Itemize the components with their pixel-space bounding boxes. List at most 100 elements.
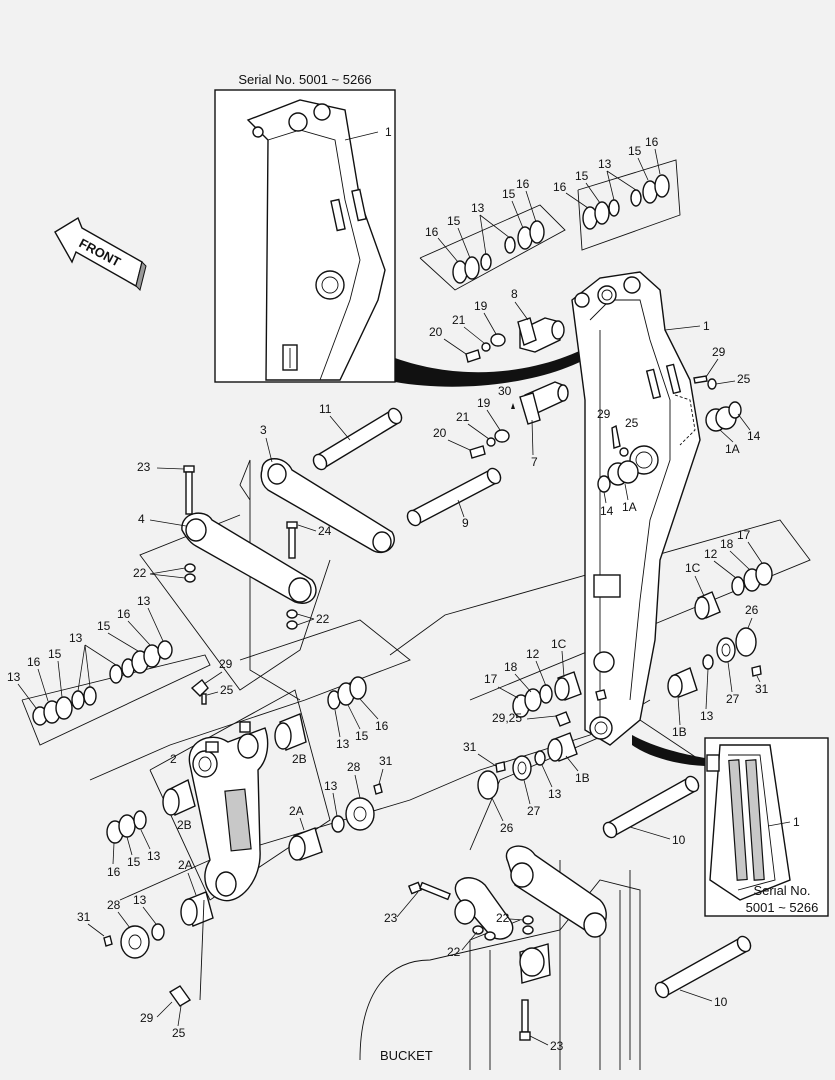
callout-29: 29 — [712, 345, 726, 359]
bolt-23-bucket-bottom — [519, 999, 531, 1041]
callout-13: 13 — [137, 594, 151, 608]
bushing-2a-left — [180, 891, 214, 927]
bolt-24 — [286, 521, 298, 559]
callout-16: 16 — [117, 607, 131, 621]
callout-12: 12 — [526, 647, 540, 661]
callout-13: 13 — [133, 893, 147, 907]
callout-26: 26 — [500, 821, 514, 835]
bolt-23-upper — [183, 465, 195, 515]
callout-13: 13 — [700, 709, 714, 723]
callout-13: 13 — [324, 779, 338, 793]
shim-cluster-far-left — [32, 640, 173, 726]
callout-21: 21 — [452, 313, 466, 327]
callout-16: 16 — [425, 225, 439, 239]
callout-29: 29 — [219, 657, 233, 671]
callout-22: 22 — [316, 612, 330, 626]
callout-31: 31 — [77, 910, 91, 924]
callout-2a: 2A — [289, 804, 304, 818]
nuts-22-mid — [286, 609, 298, 630]
shim-cluster-boom-1c-right — [694, 562, 773, 620]
bushing-2b-left — [162, 778, 196, 816]
shim-cluster-left — [452, 220, 545, 284]
seal-26-right — [667, 627, 762, 698]
bushing-2b-right — [274, 713, 307, 751]
callout-10: 10 — [672, 833, 686, 847]
bushing-2a-right — [288, 827, 323, 861]
inset-connector-bottom — [632, 735, 705, 766]
callout-26: 26 — [745, 603, 759, 617]
callout-30: 30 — [498, 384, 512, 398]
callout-27: 27 — [527, 804, 541, 818]
pin-10-upper — [602, 775, 700, 839]
callout-2b: 2B — [292, 752, 307, 766]
callout-17: 17 — [737, 528, 751, 542]
callout-25: 25 — [737, 372, 751, 386]
shim-cluster-link2-left — [106, 810, 147, 844]
callout-1-inset-bottom: 1 — [793, 815, 800, 829]
callout-14: 14 — [747, 429, 761, 443]
callout-19: 19 — [477, 396, 491, 410]
callout-25: 25 — [172, 1026, 186, 1040]
callout-16: 16 — [375, 719, 389, 733]
shim-cluster-boom-1c-left — [512, 671, 607, 727]
callout-15: 15 — [48, 647, 62, 661]
callout-2b: 2B — [177, 818, 192, 832]
callout-15: 15 — [628, 144, 642, 158]
callout-17: 17 — [484, 672, 498, 686]
bolt-23-bucket-left — [407, 881, 451, 901]
callout-28: 28 — [347, 760, 361, 774]
callout-29: 29 — [597, 407, 611, 421]
link-4 — [181, 512, 317, 604]
callout-3: 3 — [260, 423, 267, 437]
callout-23: 23 — [384, 911, 398, 925]
pin-9 — [406, 467, 502, 527]
bushing-1a-lower — [597, 424, 639, 493]
callout-16: 16 — [27, 655, 41, 669]
callout-8: 8 — [511, 287, 518, 301]
bucket-label: BUCKET — [380, 1048, 433, 1063]
inset-bottom-caption-1: Serial No. — [753, 883, 810, 898]
callout-29: 29 — [140, 1011, 154, 1025]
pin-11 — [312, 407, 403, 471]
callout-22: 22 — [447, 945, 461, 959]
callout-10: 10 — [714, 995, 728, 1009]
callout-19: 19 — [474, 299, 488, 313]
callout-1c: 1C — [685, 561, 701, 575]
seal-26-left — [477, 732, 578, 800]
callout-31: 31 — [463, 740, 477, 754]
callout-22: 22 — [496, 911, 510, 925]
shim-cluster-right — [582, 174, 670, 230]
callout-31: 31 — [755, 682, 769, 696]
callout-27: 27 — [726, 692, 740, 706]
callout-14: 14 — [600, 504, 614, 518]
plate-28-right — [331, 783, 383, 833]
inset-top-caption: Serial No. 5001 ~ 5266 — [238, 72, 371, 87]
callout-11: 11 — [319, 402, 332, 416]
callout-13: 13 — [471, 201, 485, 215]
callout-16: 16 — [516, 177, 530, 191]
callout-13: 13 — [69, 631, 83, 645]
callout-15: 15 — [502, 187, 516, 201]
inset-bottom: 1 Serial No. 5001 ~ 5266 — [704, 737, 829, 917]
pin-7 — [469, 381, 569, 459]
callout-16: 16 — [553, 180, 567, 194]
callout-13: 13 — [548, 787, 562, 801]
grease-stem — [201, 693, 207, 705]
callout-1-inset-top: 1 — [385, 125, 392, 139]
grease-fitting-29-bottom — [168, 985, 192, 1007]
callout-13: 13 — [147, 849, 161, 863]
callout-15: 15 — [575, 169, 589, 183]
callout-23: 23 — [137, 460, 151, 474]
callout-31: 31 — [379, 754, 393, 768]
callout-13: 13 — [598, 157, 612, 171]
bucket — [359, 845, 641, 1070]
callout-7: 7 — [531, 455, 538, 469]
callout-15: 15 — [447, 214, 461, 228]
callout-28: 28 — [107, 898, 121, 912]
callout-2a: 2A — [178, 858, 193, 872]
callout-20: 20 — [429, 325, 443, 339]
callout-15: 15 — [127, 855, 141, 869]
callout-1a: 1A — [725, 442, 740, 456]
callout-25: 25 — [220, 683, 234, 697]
pin-8 — [465, 317, 565, 363]
